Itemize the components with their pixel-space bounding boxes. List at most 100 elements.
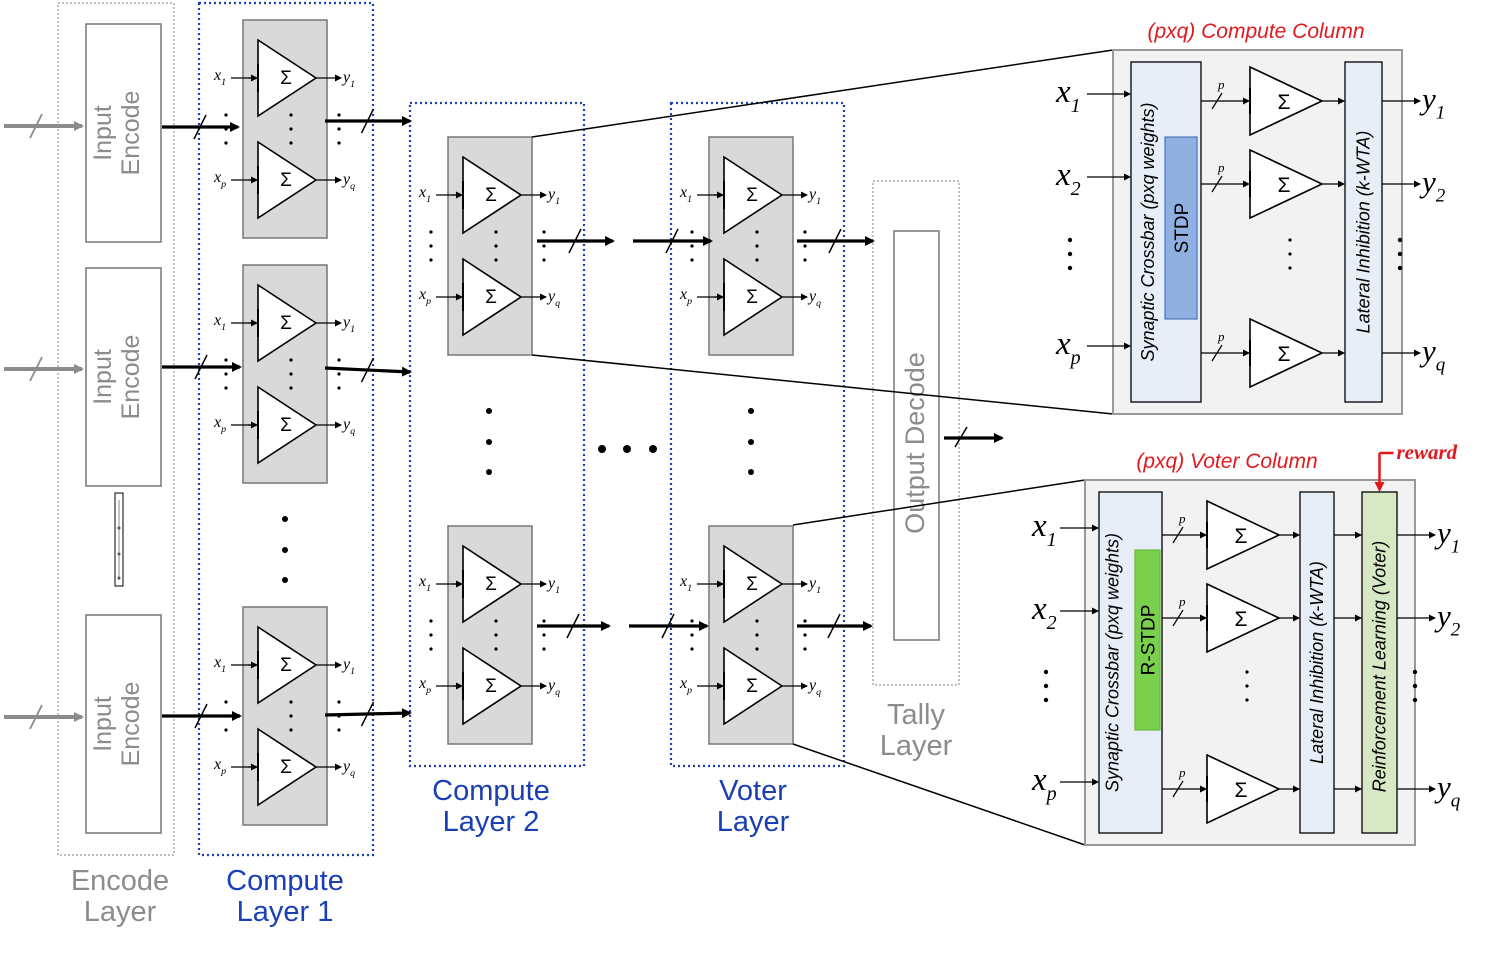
lateral-inhibition-box [1299,491,1335,834]
column-input-label: x2 [1055,157,1081,200]
zoom-line-voter-top [792,479,1086,526]
neuron-input-label: x1 [679,184,692,205]
voter-to-tally-arrow [797,228,875,254]
lateral-inhibition-box [1344,61,1383,403]
column-dots [1245,698,1249,702]
learning-rule-box [1164,136,1198,320]
input-encode-label: Input [89,349,117,405]
sigma-symbol: Σ [485,676,497,697]
bus-width-label: p [1217,329,1225,344]
neuron-dots [224,728,228,732]
neuron-input-label: x1 [679,573,692,594]
neuron-dots [289,113,293,117]
neuron-output-label: y1 [341,69,355,90]
voter-layer-label: Voter [719,775,787,807]
tally-layer-label: Layer [880,730,953,762]
column-dots [1288,238,1292,242]
neuron-output-label: y1 [546,186,560,207]
neuron-block-box [708,525,794,745]
neuron-dots [337,141,341,145]
neuron-input-label: x1 [213,654,226,675]
column-dots [1412,669,1418,675]
sigma-symbol: Σ [746,676,758,697]
column-dots [1043,669,1049,675]
column-dots [1288,266,1292,270]
neuron-input-label: x1 [213,312,226,333]
neuron-block-box [242,264,328,484]
neuron-dots [289,386,293,390]
compute-layer-2-ellipsis [486,408,492,475]
compute-layer-2-label: Compute [432,775,550,807]
neuron-block-box [447,136,533,356]
neuron-dots [494,619,498,623]
column-dots [1397,265,1403,271]
neuron-dots [803,244,807,248]
sigma-symbol: Σ [485,574,497,595]
sigma-symbol: Σ [1235,608,1248,631]
bus-slash [1211,175,1223,193]
neuron-dots [803,619,807,623]
neuron-dots [429,647,433,651]
bus-slash [194,354,208,380]
compute-layer-1-label: Compute [226,865,344,897]
column-dots [1245,670,1249,674]
bus-width-label: p [1217,77,1225,92]
voter-layer-ellipsis [748,408,754,475]
reinforcement-learning-box [1361,491,1398,834]
neuron-dots [690,633,694,637]
neuron-dots [494,230,498,234]
sigma-symbol: Σ [1278,174,1291,197]
sigma-symbol: Σ [280,313,292,334]
sigma-symbol: Σ [280,170,292,191]
neuron-dots [429,633,433,637]
neuron-dots [224,113,228,117]
sigma-symbol: Σ [1235,779,1248,802]
crossbar-label: Synaptic Crossbar (pxq weights) [1103,533,1123,792]
reward-label: reward [1397,440,1458,464]
neuron-dots [690,230,694,234]
input-bus-slash [29,356,43,382]
neuron-dots [755,633,759,637]
neuron-input-label: xp [418,286,431,307]
compute1-to-compute2-arrow [324,701,412,727]
column-output-label: y1 [1419,81,1445,123]
column-dots [1067,265,1073,271]
neuron-dots [289,700,293,704]
compute1-to-compute2-arrow [325,108,412,134]
crossbar-label: Synaptic Crossbar (pxq weights) [1138,102,1158,361]
compute-layer-1-outline [197,1,375,857]
neuron-dots [803,258,807,262]
column-title: (pxq) Compute Column [1147,20,1364,43]
neuron-dots [224,358,228,362]
sigma-symbol: Σ [1278,91,1291,114]
bus-slash [568,228,582,254]
voter-layer-label: Layer [717,806,790,838]
neuron-dots [494,244,498,248]
neuron-dots [542,633,546,637]
neuron-output-label: yq [807,677,821,698]
input-encode-label: Input [89,105,117,161]
sigma-symbol: Σ [1278,343,1291,366]
neuron-input-label: xp [679,286,692,307]
neuron-input-label: xp [679,675,692,696]
compute2-out-arrow [537,613,611,639]
encode-to-compute1-arrow [162,114,240,140]
column-dots [1067,237,1073,243]
column-dots [1043,683,1049,689]
neuron-dots [429,230,433,234]
bus-slash [194,703,208,729]
neuron-dots [224,700,228,704]
encoder-ellipsis-marker [114,492,124,587]
compute-layer-2-label: Layer 2 [443,806,540,838]
horizontal-layers-ellipsis [598,445,657,453]
neuron-dots [755,619,759,623]
encode-to-compute1-arrow [162,354,242,380]
input-encode-box [85,267,162,487]
bus-slash [1172,780,1184,798]
bus-slash [661,613,675,639]
column-dots [1397,251,1403,257]
neuron-dots [690,244,694,248]
